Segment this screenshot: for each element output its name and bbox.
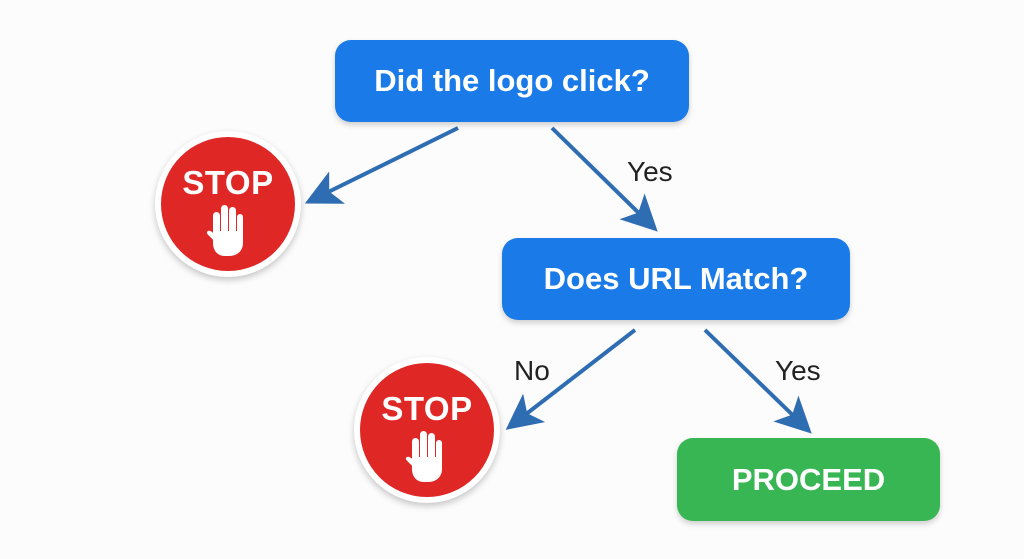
stop-label: STOP <box>381 390 473 427</box>
arrow-logo-to-stop <box>304 126 459 204</box>
stop-sign-bottom: STOP <box>354 357 500 503</box>
stop-sign-face: STOP <box>360 363 494 497</box>
stop-label: STOP <box>182 164 274 201</box>
edge-label-url-no: No <box>514 355 550 386</box>
logo-click-question: Did the logo click? <box>335 40 689 122</box>
edge-label-url-yes: Yes <box>775 355 821 386</box>
hand-icon <box>206 205 243 256</box>
edge-label-logo-yes: Yes <box>627 156 673 187</box>
hand-icon <box>405 431 442 482</box>
arrow-logo-yes-to-url <box>550 126 658 232</box>
url-match-question: Does URL Match? <box>502 238 850 320</box>
proceed-node: PROCEED <box>677 438 940 521</box>
arrow-url-yes-to-proceed <box>703 328 812 434</box>
arrow-url-no-to-stop <box>505 328 637 430</box>
stop-sign-face: STOP <box>161 137 295 271</box>
stop-sign-top: STOP <box>155 131 301 277</box>
